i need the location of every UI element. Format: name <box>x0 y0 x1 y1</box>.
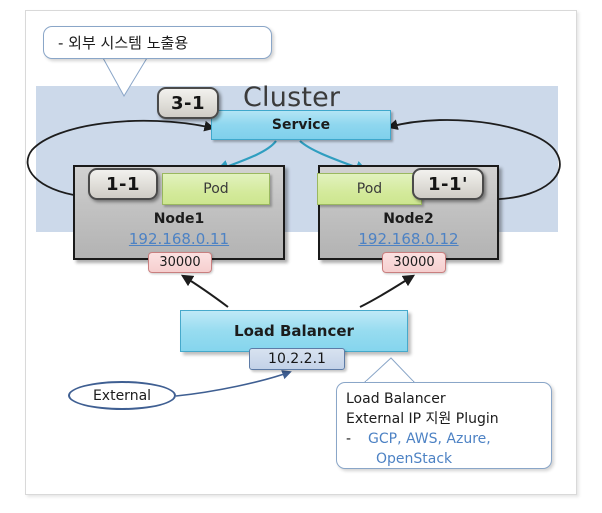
cluster-title: Cluster <box>243 82 341 113</box>
step-badge-1-1[interactable]: 1-1 <box>88 168 158 200</box>
callout-top-text: - 외부 시스템 노출용 <box>58 34 189 52</box>
node1-port-badge: 30000 <box>148 252 212 273</box>
lb-to-port-node1 <box>180 274 229 308</box>
external-node[interactable]: External <box>68 381 176 410</box>
node2-name: Node2 <box>383 211 434 227</box>
external-to-lb-ip <box>175 370 292 397</box>
node1-ip: 192.168.0.11 <box>128 230 230 248</box>
callout-load-balancer-plugin: Load Balancer External IP 지원 Plugin -GCP… <box>336 382 552 469</box>
lb-to-port-node2 <box>359 274 416 308</box>
callout-bottom-line3: GCP, AWS, Azure, <box>368 431 491 447</box>
callout-top: - 외부 시스템 노출용 <box>43 26 272 59</box>
callout-top-tail <box>102 57 148 97</box>
node2-port-badge: 30000 <box>382 252 446 273</box>
step-badge-1-1-prime[interactable]: 1-1' <box>412 168 484 200</box>
callout-bottom-line1: Load Balancer <box>346 391 446 407</box>
node1-name: Node1 <box>153 211 205 227</box>
pod-node1[interactable]: Pod <box>162 173 270 205</box>
callout-bottom-line4: OpenStack <box>376 451 453 467</box>
callout-bottom-dash: - <box>346 431 352 447</box>
callout-bottom-line3-row: -GCP, AWS, Azure, <box>346 429 551 449</box>
callout-bottom-tail <box>363 357 416 383</box>
service-box[interactable]: Service <box>211 110 391 140</box>
step-badge-3-1[interactable]: 3-1 <box>157 87 219 119</box>
load-balancer-box[interactable]: Load Balancer <box>180 310 408 352</box>
node2-ip: 192.168.0.12 <box>358 230 459 248</box>
load-balancer-ip-badge: 10.2.2.1 <box>249 348 345 370</box>
callout-bottom-line2: External IP 지원 Plugin <box>346 411 499 427</box>
